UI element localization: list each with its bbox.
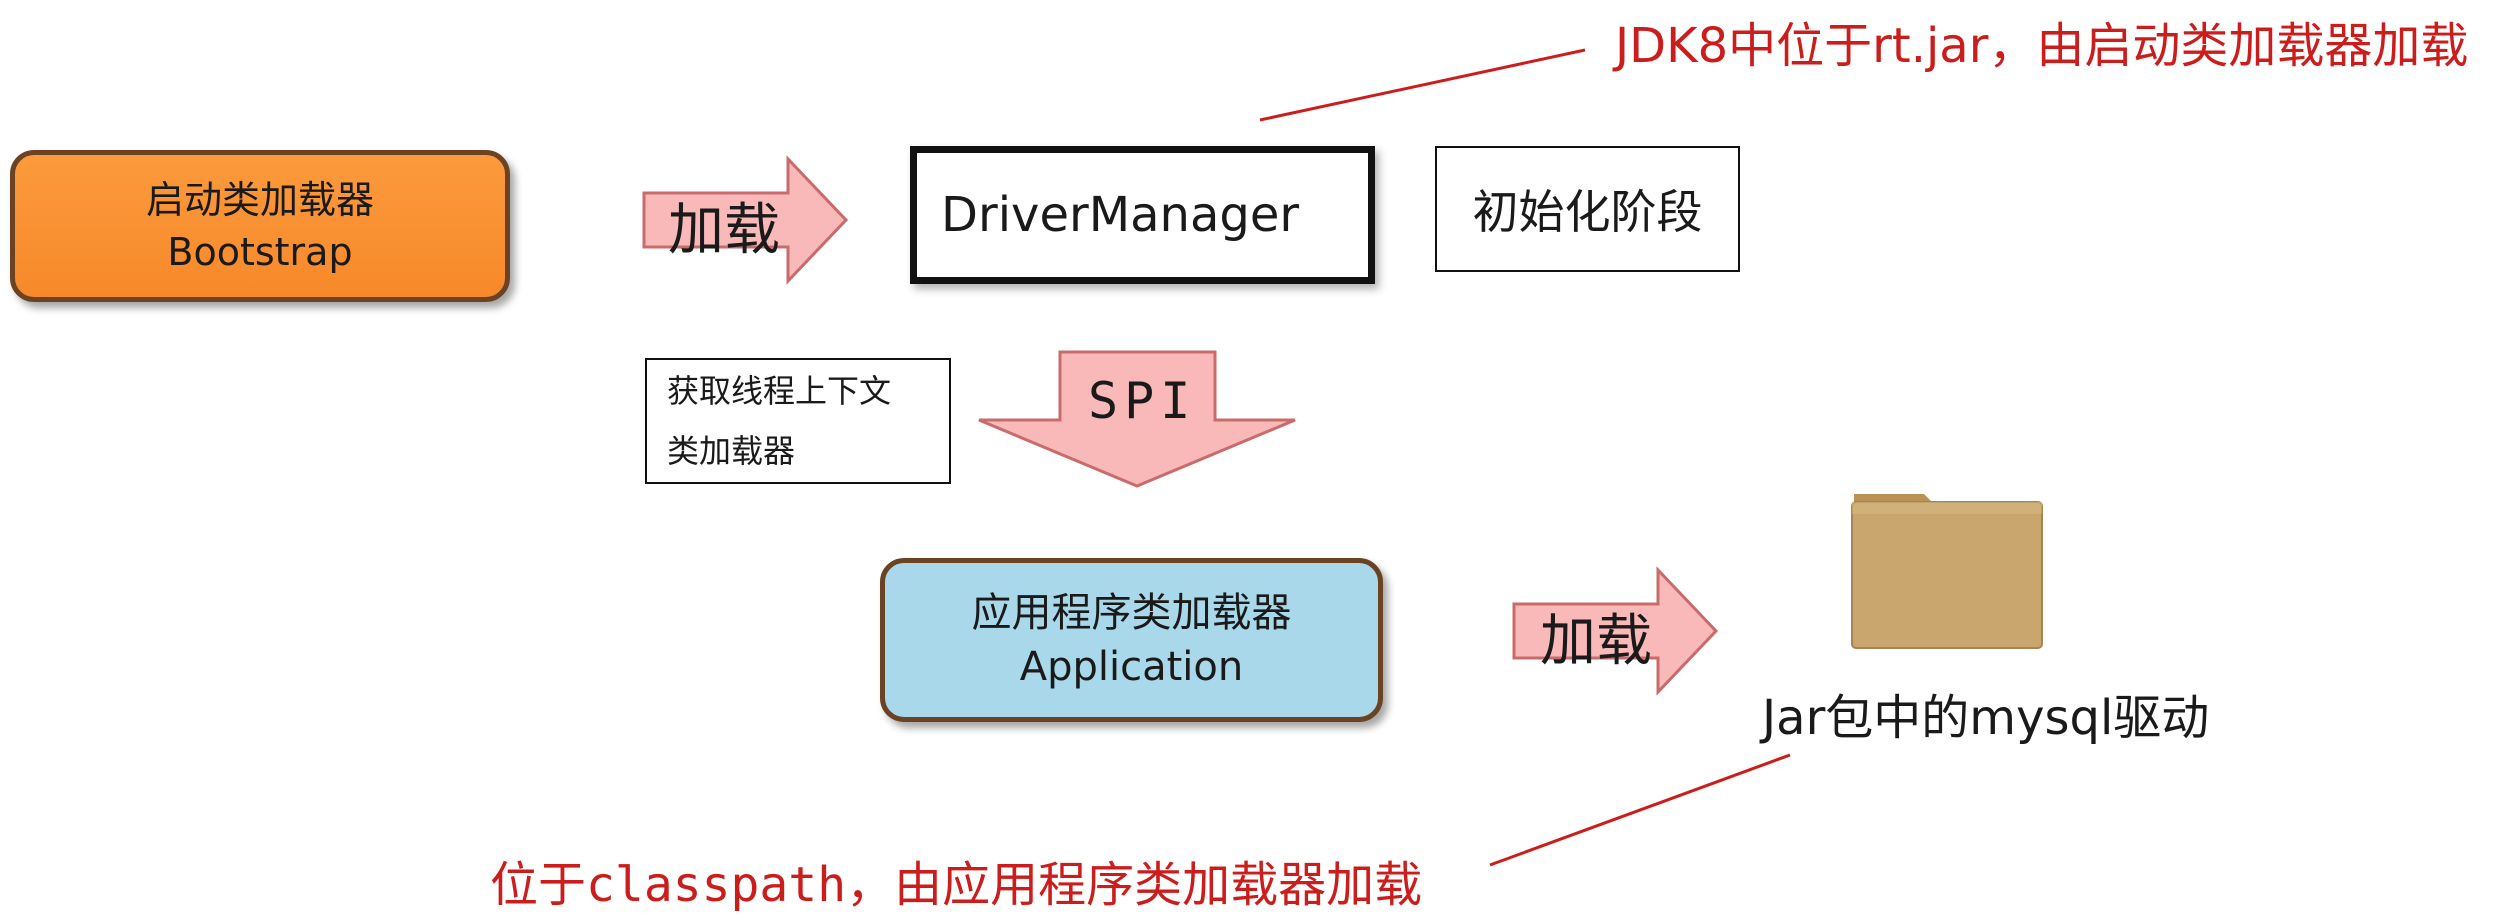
application-line1: 应用程序类加载器	[971, 590, 1292, 636]
jdk8-note-connector	[1259, 48, 1586, 122]
init-stage-label: 初始化阶段	[1472, 185, 1703, 239]
context-line2: 类加载器	[667, 432, 796, 470]
classpath-note-prefix: 位于	[490, 857, 587, 913]
bootstrap-line2: Bootstrap	[167, 230, 353, 274]
classpath-note-code: classpath	[586, 857, 847, 913]
application-loader-box: 应用程序类加载器 Application	[880, 558, 1383, 722]
context-line1: 获取线程上下文	[667, 372, 892, 410]
folder-icon	[1851, 494, 2043, 649]
load-arrow-1-label: 加载	[668, 198, 780, 263]
classpath-note-suffix: ，由应用程序类加载器加载	[846, 857, 1423, 913]
jdk8-note: JDK8中位于rt.jar，由启动类加载器加载	[1615, 6, 2468, 76]
context-loader-box: 获取线程上下文 类加载器	[645, 358, 951, 484]
jdk8-note-text: JDK8中位于rt.jar，由启动类加载器加载	[1615, 18, 2469, 74]
driver-manager-box: DriverManager	[910, 146, 1375, 284]
bootstrap-loader-box: 启动类加载器 Bootstrap	[10, 150, 510, 302]
init-stage-box: 初始化阶段	[1435, 146, 1740, 272]
jar-driver-label: Jar包中的mysql驱动	[1762, 690, 2210, 746]
load-arrow-1	[642, 155, 849, 285]
bootstrap-line1: 启动类加载器	[145, 178, 374, 222]
load-arrow-2	[1512, 566, 1719, 696]
classpath-note: 位于classpath，由应用程序类加载器加载	[490, 845, 1422, 915]
driver-manager-label: DriverManager	[941, 187, 1300, 243]
load-arrow-2-label: 加载	[1540, 609, 1652, 674]
spi-arrow	[978, 350, 1296, 488]
application-line2: Application	[1019, 644, 1244, 690]
classpath-note-connector	[1489, 753, 1791, 867]
spi-arrow-label: SPI	[1088, 372, 1197, 430]
